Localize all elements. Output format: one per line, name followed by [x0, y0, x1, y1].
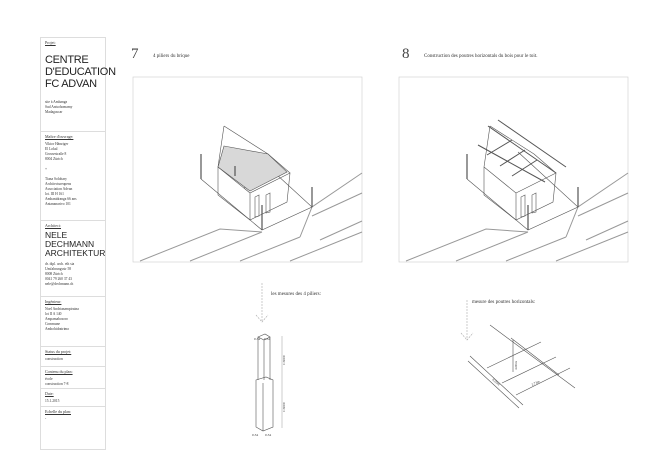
stage-label: Status du projet:: [45, 349, 72, 354]
pillar-detail: [255, 283, 283, 432]
content-label: Contenu du plan:: [45, 369, 73, 374]
dim-label: 0.34: [265, 433, 271, 437]
step-7-isometric-drawing: [132, 76, 363, 263]
step-8-number: 8: [402, 46, 410, 62]
beam-detail: [460, 300, 576, 409]
project-title: CENTRE D'EDUCATION FC ADVAN: [45, 54, 116, 90]
dim-label: 2.73m: [531, 379, 541, 386]
pillar-upper: [257, 333, 271, 380]
site-lines: [139, 172, 363, 262]
dim-label: 4.00m: [514, 361, 518, 370]
dim-label: 0.34: [254, 337, 260, 341]
arrow-icon: [255, 283, 269, 323]
brick-pillars: [200, 154, 313, 230]
drawing-frame: [398, 76, 629, 263]
ground-plate: [200, 151, 313, 231]
architect-text: dr. dipl. arch. eth sia Umfahrungsstr 58…: [45, 262, 75, 286]
stage-text: construction: [45, 357, 63, 361]
owner-section: Maître d'ouvrage: Viktor Hänziger El Lok…: [41, 131, 105, 220]
dim-label: 0.34: [264, 337, 270, 341]
date-text: 15.1.2015: [45, 399, 60, 403]
scale-label: Echelle du plan:: [45, 409, 71, 414]
date-section: Date: 15.1.2015: [41, 388, 105, 406]
date-label: Date:: [45, 391, 54, 396]
house-outline: [483, 125, 557, 221]
content-section: Contenu du plan: école construction 7-8: [41, 366, 105, 388]
dim-label: 8.00m: [491, 378, 501, 387]
dim-label: 1.5000: [282, 355, 286, 365]
step-7-number: 7: [131, 46, 139, 62]
engineer-label: Ingénieur:: [45, 299, 62, 304]
scale-section: Echelle du plan: -: [41, 406, 105, 451]
arrow-icon: [460, 300, 474, 341]
pillar-base: [255, 376, 274, 432]
engineer-text: Noel Andrianampiraina lot II A 140 Ampam…: [45, 307, 79, 331]
architect-label: Architect:: [45, 223, 61, 228]
ground-plate: [466, 151, 579, 231]
step-8-isometric-drawing: [398, 76, 629, 263]
site-lines: [405, 172, 629, 262]
beam-frame: [467, 324, 576, 409]
horizontal-beams: [477, 119, 567, 183]
scale-text: -: [45, 417, 47, 421]
step-8-detail-caption: mesure des poutres horizontals:: [472, 300, 536, 305]
owner-label: Maître d'ouvrage:: [45, 134, 74, 139]
roof: [217, 145, 288, 192]
doors: [254, 192, 271, 218]
project-location: site à Ambanga Sud Antsohomamy Madagasca…: [45, 100, 73, 114]
stage-section: Status du projet: construction: [41, 346, 105, 366]
dim-label: 1.5000: [282, 402, 286, 412]
project-label: Projet:: [45, 40, 56, 45]
step-8-caption: Construction des poutres horizontals du …: [424, 54, 538, 59]
content-text: école construction 7-8: [45, 377, 69, 386]
step-7-caption: 4 piliers du brique: [153, 54, 190, 59]
owner-text: Viktor Hänziger El Lokal Grossestraße 8 …: [45, 142, 77, 206]
title-block: Projet: CENTRE D'EDUCATION FC ADVAN site…: [40, 37, 116, 451]
dim-label: 0.34: [252, 433, 258, 437]
project-section: Projet: CENTRE D'EDUCATION FC ADVAN site…: [41, 38, 116, 131]
architect-name: NELE DECHMANN ARCHITEKTUR: [45, 230, 106, 258]
engineer-section: Ingénieur: Noel Andrianampiraina lot II …: [41, 296, 105, 346]
brick-pillars: [466, 154, 579, 230]
drawing-frame: [132, 76, 363, 263]
architect-section: Architect: NELE DECHMANN ARCHITEKTUR dr.…: [41, 220, 105, 296]
step-7-detail-caption: les mesures des 4 piliers:: [271, 292, 321, 297]
doors: [520, 192, 537, 218]
